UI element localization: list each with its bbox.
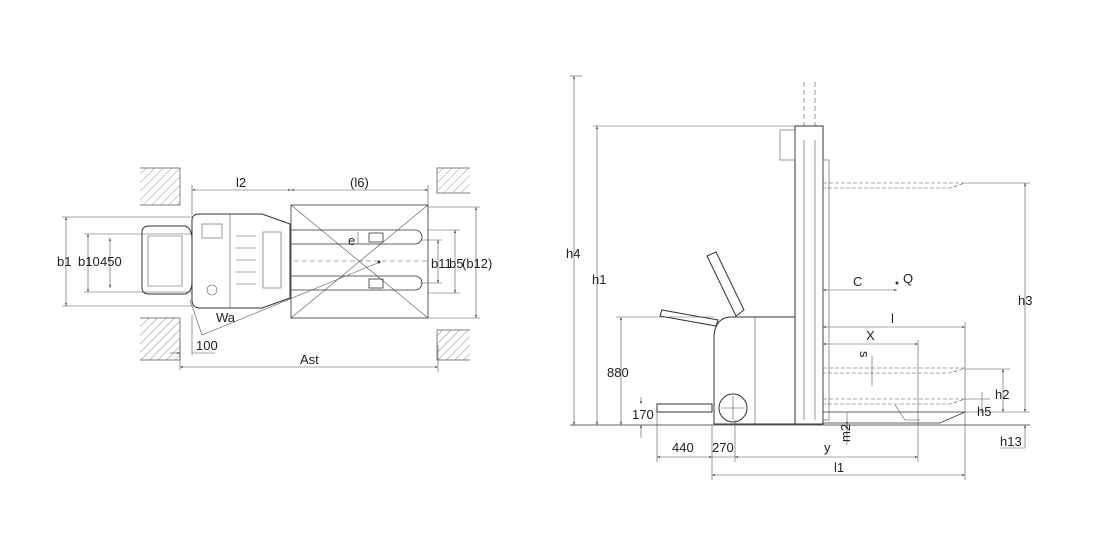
forks-side	[823, 182, 966, 424]
aisle-walls	[140, 167, 470, 361]
label-l: l	[891, 311, 894, 326]
label-e: e	[348, 233, 355, 248]
label-y: y	[824, 440, 831, 455]
label-m2: m2	[838, 424, 853, 442]
label-170: 170	[632, 407, 654, 422]
label-h5: h5	[977, 404, 991, 419]
side-view: h4 h1 h3 h13 h2 h5 880 170 C	[566, 75, 1032, 480]
top-dimensions: l2 (l6) b1 b10 450 e b11 b5 (b	[57, 175, 492, 372]
label-s: s	[857, 351, 872, 358]
mast	[779, 82, 830, 425]
truck-side	[656, 251, 796, 425]
side-dimensions: h4 h1 h3 h13 h2 h5 880 170 C	[566, 75, 1032, 480]
wall-bottom-right	[436, 329, 470, 361]
label-b5: b5	[449, 256, 463, 271]
label-450: 450	[100, 254, 122, 269]
label-wa: Wa	[216, 310, 236, 325]
wall-top-left	[140, 167, 181, 206]
label-c: C	[853, 274, 862, 289]
label-b12: (b12)	[462, 256, 492, 271]
label-h4: h4	[566, 246, 580, 261]
label-l6: (l6)	[350, 175, 369, 190]
label-h3: h3	[1018, 293, 1032, 308]
truck-top	[141, 213, 291, 309]
label-100: 100	[196, 338, 218, 353]
pallet	[290, 204, 429, 319]
label-h1: h1	[592, 272, 606, 287]
label-h13: h13	[1000, 434, 1022, 449]
label-h2: h2	[995, 387, 1009, 402]
label-b10: b10	[78, 254, 100, 269]
label-440: 440	[672, 440, 694, 455]
label-270: 270	[712, 440, 734, 455]
wall-top-right	[436, 167, 470, 194]
label-l1: l1	[834, 460, 844, 475]
label-x: X	[866, 328, 875, 343]
wall-bottom-left	[140, 317, 181, 361]
label-880: 880	[607, 365, 629, 380]
label-q: Q	[903, 271, 913, 286]
label-b1: b1	[57, 254, 71, 269]
label-l2: l2	[236, 175, 246, 190]
label-ast: Ast	[300, 352, 319, 367]
top-view: l2 (l6) b1 b10 450 e b11 b5 (b	[57, 167, 492, 372]
label-b11: b11	[431, 256, 452, 271]
